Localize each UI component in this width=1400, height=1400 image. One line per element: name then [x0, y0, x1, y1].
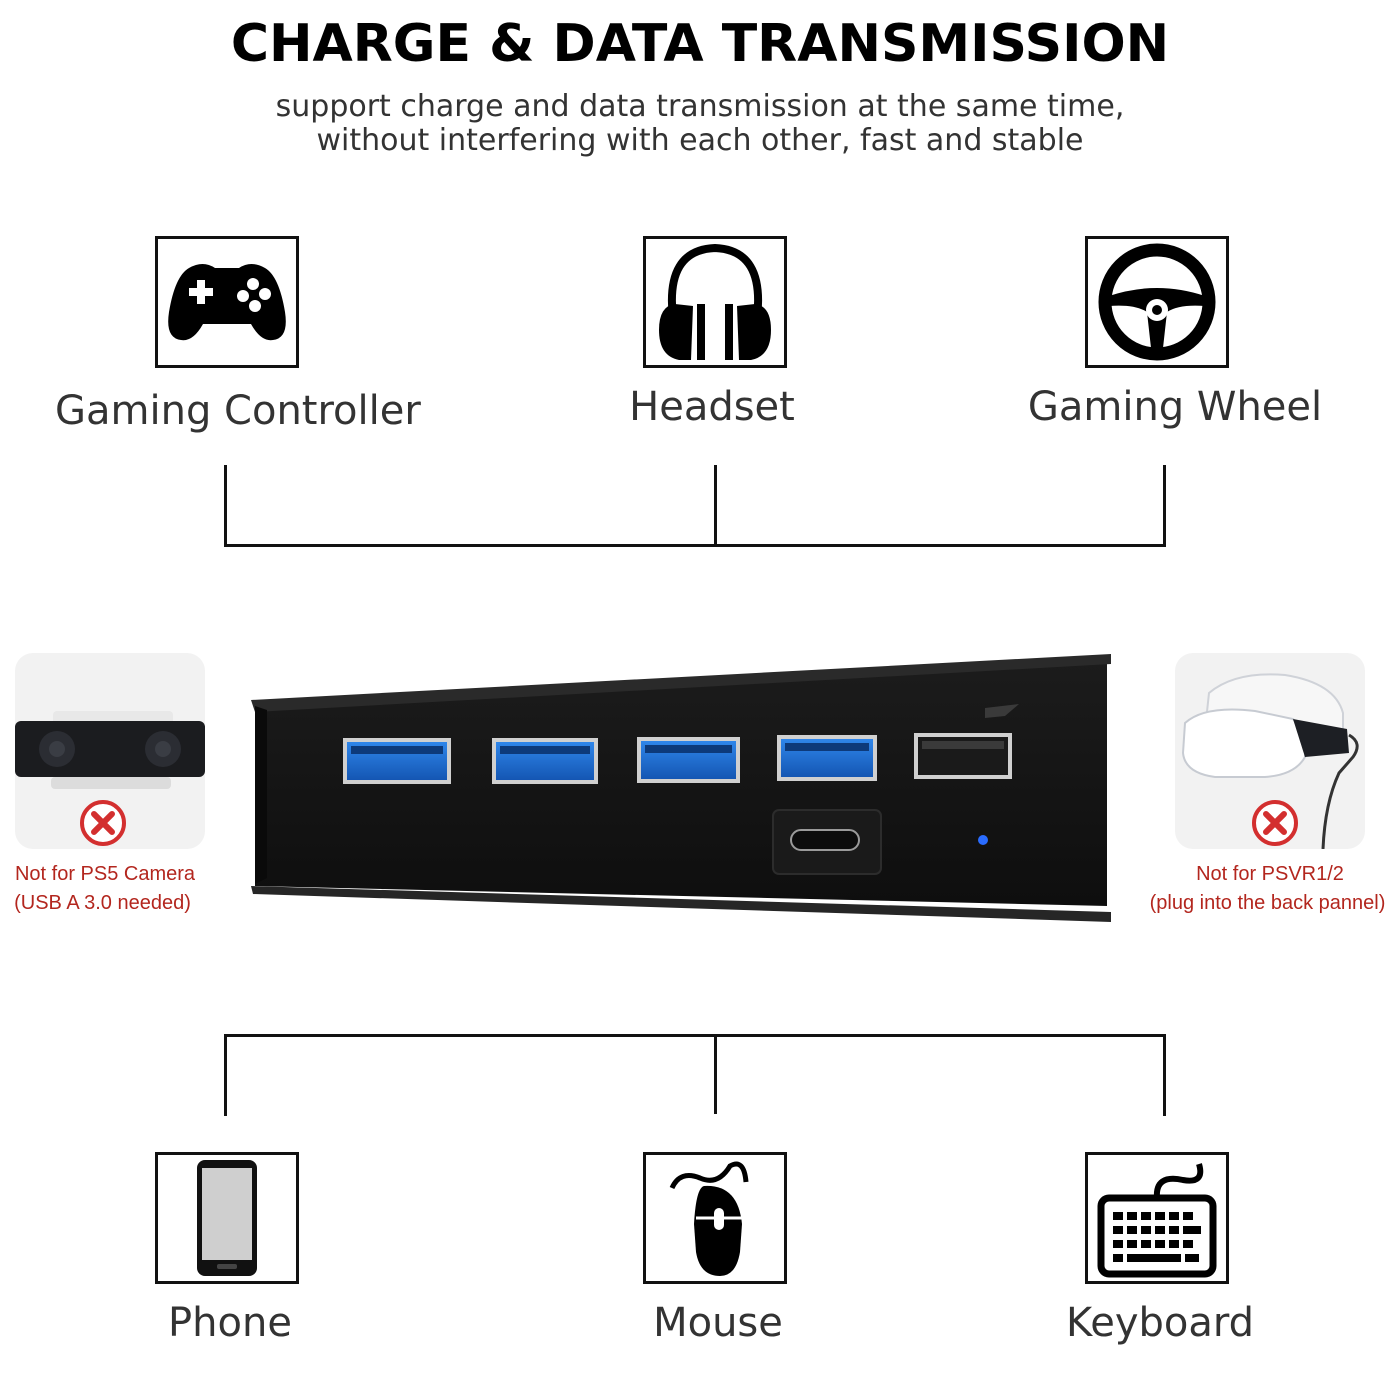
connector-bar — [224, 544, 1166, 547]
keyboard-icon — [1097, 1163, 1217, 1278]
warning-right-line-1: Not for PSVR1/2 — [1196, 863, 1344, 885]
usb-port — [343, 738, 451, 784]
mouse-icon-box — [643, 1152, 787, 1284]
label-gaming-controller: Gaming Controller — [55, 388, 421, 434]
phone-icon — [197, 1160, 257, 1276]
usb-hub-device — [251, 654, 1111, 922]
label-headset: Headset — [629, 384, 795, 430]
warning-left-line-2: (USB A 3.0 needed) — [14, 892, 191, 914]
headphones-icon — [659, 243, 771, 360]
mouse-icon — [669, 1161, 749, 1276]
connector-bar — [224, 1034, 1166, 1037]
gamepad-icon — [168, 264, 286, 341]
connector-line — [1163, 465, 1166, 547]
usb-port — [637, 737, 740, 783]
ps5-camera-card — [15, 653, 205, 849]
connector-line — [1163, 1034, 1166, 1116]
connector-line — [714, 1034, 717, 1114]
usb-port — [777, 735, 877, 781]
usb-c-port — [772, 809, 882, 875]
steering-wheel-icon-box — [1085, 236, 1229, 368]
connector-line — [224, 1034, 227, 1116]
vr-headset-icon — [1181, 673, 1359, 849]
warning-right-line-2: (plug into the back pannel) — [1149, 892, 1386, 914]
subtitle-line-1: support charge and data transmission at … — [275, 89, 1125, 124]
connector-line — [224, 465, 227, 547]
label-phone: Phone — [168, 1300, 292, 1346]
label-mouse: Mouse — [653, 1300, 783, 1346]
usb-port — [492, 738, 598, 784]
gamepad-icon-box — [155, 236, 299, 368]
connector-line — [714, 465, 717, 547]
keyboard-icon-box — [1085, 1152, 1229, 1284]
usb-port-power — [914, 733, 1012, 779]
warning-left-line-1: Not for PS5 Camera — [14, 863, 196, 885]
label-keyboard: Keyboard — [1065, 1300, 1255, 1346]
headphones-icon-box — [643, 236, 787, 368]
steering-wheel-icon — [1098, 243, 1216, 361]
power-led — [978, 835, 988, 845]
camera-icon — [15, 711, 205, 846]
page-title: CHARGE & DATA TRANSMISSION — [230, 14, 1170, 74]
phone-icon-box — [155, 1152, 299, 1284]
psvr-card — [1175, 653, 1365, 849]
label-gaming-wheel: Gaming Wheel — [1027, 384, 1323, 430]
subtitle-line-2: without interfering with each other, fas… — [316, 123, 1084, 158]
